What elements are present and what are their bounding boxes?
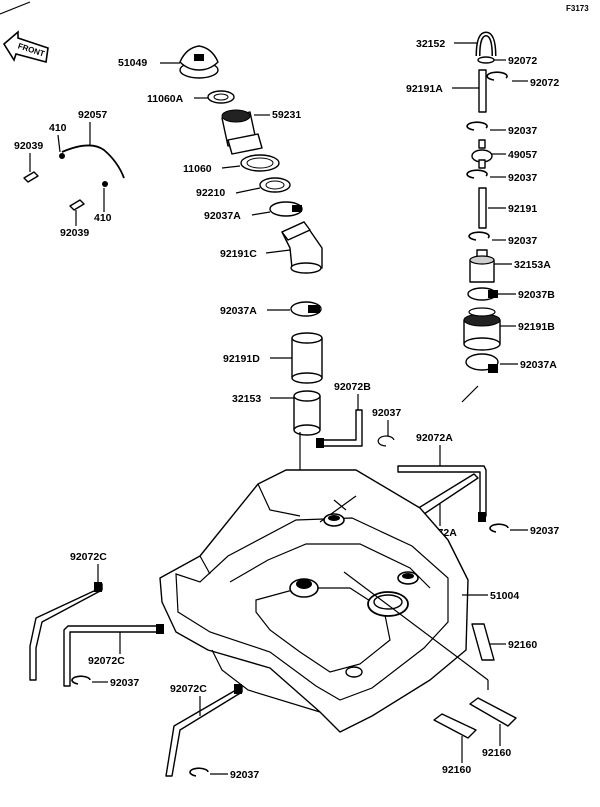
callout-92072c-2: 92072C bbox=[88, 655, 125, 667]
callout-92037-l1: 92037 bbox=[110, 677, 139, 689]
callout-92037-mid: 92037 bbox=[372, 407, 401, 419]
pad-axis bbox=[343, 571, 489, 681]
wire-92057 bbox=[61, 144, 125, 179]
valve-49057 bbox=[471, 139, 493, 169]
clip-92037-r1 bbox=[466, 121, 488, 131]
vent-axis bbox=[461, 385, 479, 403]
callout-92037a-lower: 92037A bbox=[220, 305, 257, 317]
callout-92191: 92191 bbox=[508, 203, 537, 215]
hose-92191a bbox=[478, 69, 487, 113]
callout-32153: 32153 bbox=[232, 393, 261, 405]
callout-92072b: 92072B bbox=[334, 381, 371, 393]
bolt-92039-b bbox=[69, 199, 85, 211]
callout-51049: 51049 bbox=[118, 57, 147, 69]
callout-92072-b: 92072 bbox=[530, 77, 559, 89]
callout-11060: 11060 bbox=[183, 163, 212, 175]
boot-92191b bbox=[463, 307, 501, 351]
callout-32153a: 32153A bbox=[514, 259, 551, 271]
callout-92160-b: 92160 bbox=[482, 747, 511, 759]
callout-92072-a: 92072 bbox=[508, 55, 537, 67]
callout-32152: 32152 bbox=[416, 38, 445, 50]
callout-92037-r3: 92037 bbox=[508, 235, 537, 247]
clip-92072-a bbox=[477, 56, 495, 64]
callout-92037a-upper: 92037A bbox=[204, 210, 241, 222]
filler-cap bbox=[179, 45, 219, 79]
callout-92191c: 92191C bbox=[220, 248, 257, 260]
leader-11060 bbox=[221, 165, 241, 169]
callout-92037-r1: 92037 bbox=[508, 125, 537, 137]
clip-92037-l1 bbox=[71, 675, 91, 685]
callout-92191d: 92191D bbox=[223, 353, 260, 365]
callout-59231: 59231 bbox=[272, 109, 301, 121]
callout-92160-c: 92160 bbox=[442, 764, 471, 776]
callout-11060a: 11060A bbox=[147, 93, 184, 105]
hose-92191 bbox=[478, 187, 487, 229]
hose-92191c bbox=[281, 221, 323, 274]
pad-92160-a bbox=[471, 623, 495, 661]
callout-92037b: 92037B bbox=[518, 289, 555, 301]
leader-92037a-upper bbox=[251, 211, 271, 216]
clip-92037-r3 bbox=[468, 231, 490, 241]
strap-92072b bbox=[319, 409, 363, 447]
callout-92210: 92210 bbox=[196, 187, 225, 199]
strap-92072c-3 bbox=[165, 685, 243, 777]
filler-neck-59231 bbox=[221, 109, 263, 155]
leader-92191c bbox=[265, 249, 291, 254]
bolt-92039-a bbox=[23, 171, 39, 183]
callout-92037-l2: 92037 bbox=[230, 769, 259, 781]
callout-92072c-1: 92072C bbox=[70, 551, 107, 563]
clip-92037-r2 bbox=[466, 169, 488, 179]
sheet-code: F3173 bbox=[566, 4, 589, 13]
clip-92037-r4 bbox=[489, 523, 509, 533]
pad-92160-b bbox=[469, 697, 517, 727]
clip-92072-b bbox=[486, 71, 508, 81]
front-arrow-icon: FRONT bbox=[2, 30, 49, 64]
leader-92210 bbox=[235, 187, 261, 194]
clip-92037-mid bbox=[377, 435, 395, 447]
sleeve-32153 bbox=[293, 390, 321, 436]
callout-92072a-upper: 92072A bbox=[416, 432, 453, 444]
callout-410-a: 410 bbox=[49, 122, 67, 134]
clip-92037-l2 bbox=[189, 767, 209, 777]
callout-92072c-3: 92072C bbox=[170, 683, 207, 695]
callout-51004: 51004 bbox=[490, 590, 519, 602]
tube-92191d bbox=[291, 332, 323, 384]
corner-mark bbox=[0, 1, 31, 15]
callout-92039-a: 92039 bbox=[14, 140, 43, 152]
callout-92057: 92057 bbox=[78, 109, 107, 121]
callout-49057: 49057 bbox=[508, 149, 537, 161]
callout-92037-r4: 92037 bbox=[530, 525, 559, 537]
fitting-32153a bbox=[469, 249, 495, 283]
callout-92039-b: 92039 bbox=[60, 227, 89, 239]
callout-92191b: 92191B bbox=[518, 321, 555, 333]
callout-92037a-right: 92037A bbox=[520, 359, 557, 371]
callout-410-b: 410 bbox=[94, 212, 112, 224]
callout-92191a: 92191A bbox=[406, 83, 443, 95]
leader-410-a bbox=[57, 134, 61, 153]
callout-92160-a: 92160 bbox=[508, 639, 537, 651]
callout-92037-r2: 92037 bbox=[508, 172, 537, 184]
pad-92160-c bbox=[433, 713, 477, 739]
fuel-tank-51004 bbox=[159, 469, 469, 733]
